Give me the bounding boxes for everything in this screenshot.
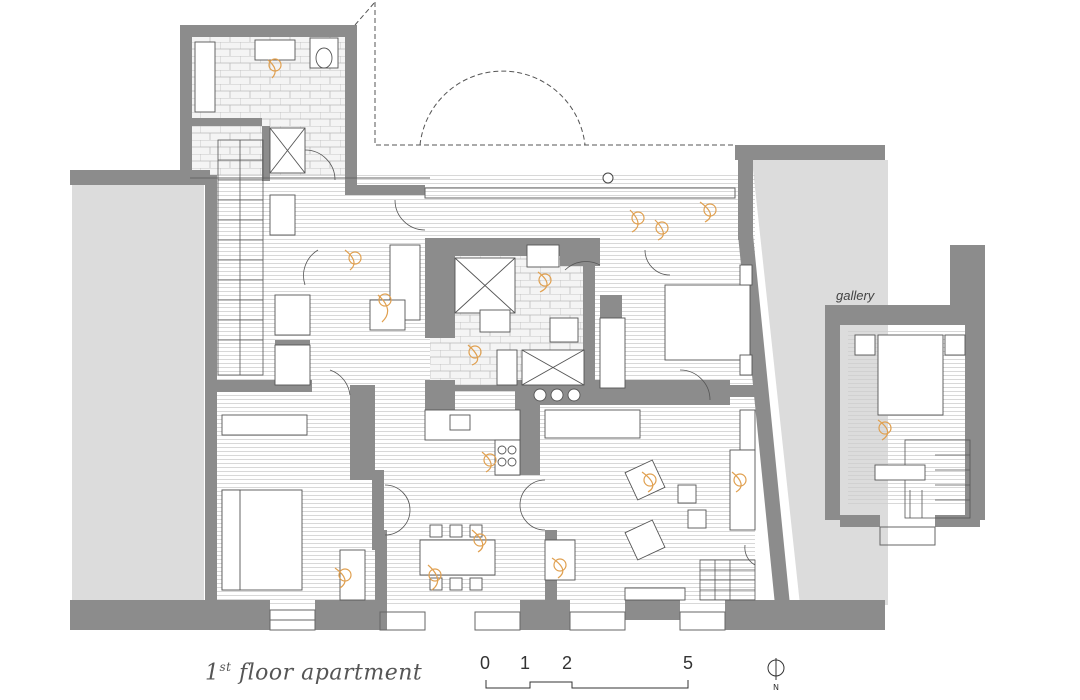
furniture xyxy=(194,37,966,601)
windows xyxy=(190,177,936,631)
plan-title: 1st floor apartment xyxy=(205,660,423,686)
terrace-outline xyxy=(354,1,735,146)
scale-tick-1: 1 xyxy=(520,653,531,673)
north-label: N xyxy=(773,683,779,692)
bathtub-top xyxy=(194,41,216,113)
scale-tick-0: 0 xyxy=(480,653,491,673)
scale-tick-5: 5 xyxy=(683,653,694,673)
north-arrow-icon xyxy=(767,658,785,680)
double-bed-east xyxy=(664,284,751,361)
column-marker xyxy=(602,172,614,184)
washbasin-top xyxy=(254,39,296,61)
scale-tick-2: 2 xyxy=(562,653,573,673)
scale-bar xyxy=(485,680,689,689)
gallery-label: gallery xyxy=(836,288,875,303)
sofa-living xyxy=(729,449,756,531)
doors xyxy=(303,149,756,566)
people-figures xyxy=(267,58,892,591)
washbasin-centre xyxy=(526,244,560,268)
double-bed-gallery xyxy=(877,334,944,416)
